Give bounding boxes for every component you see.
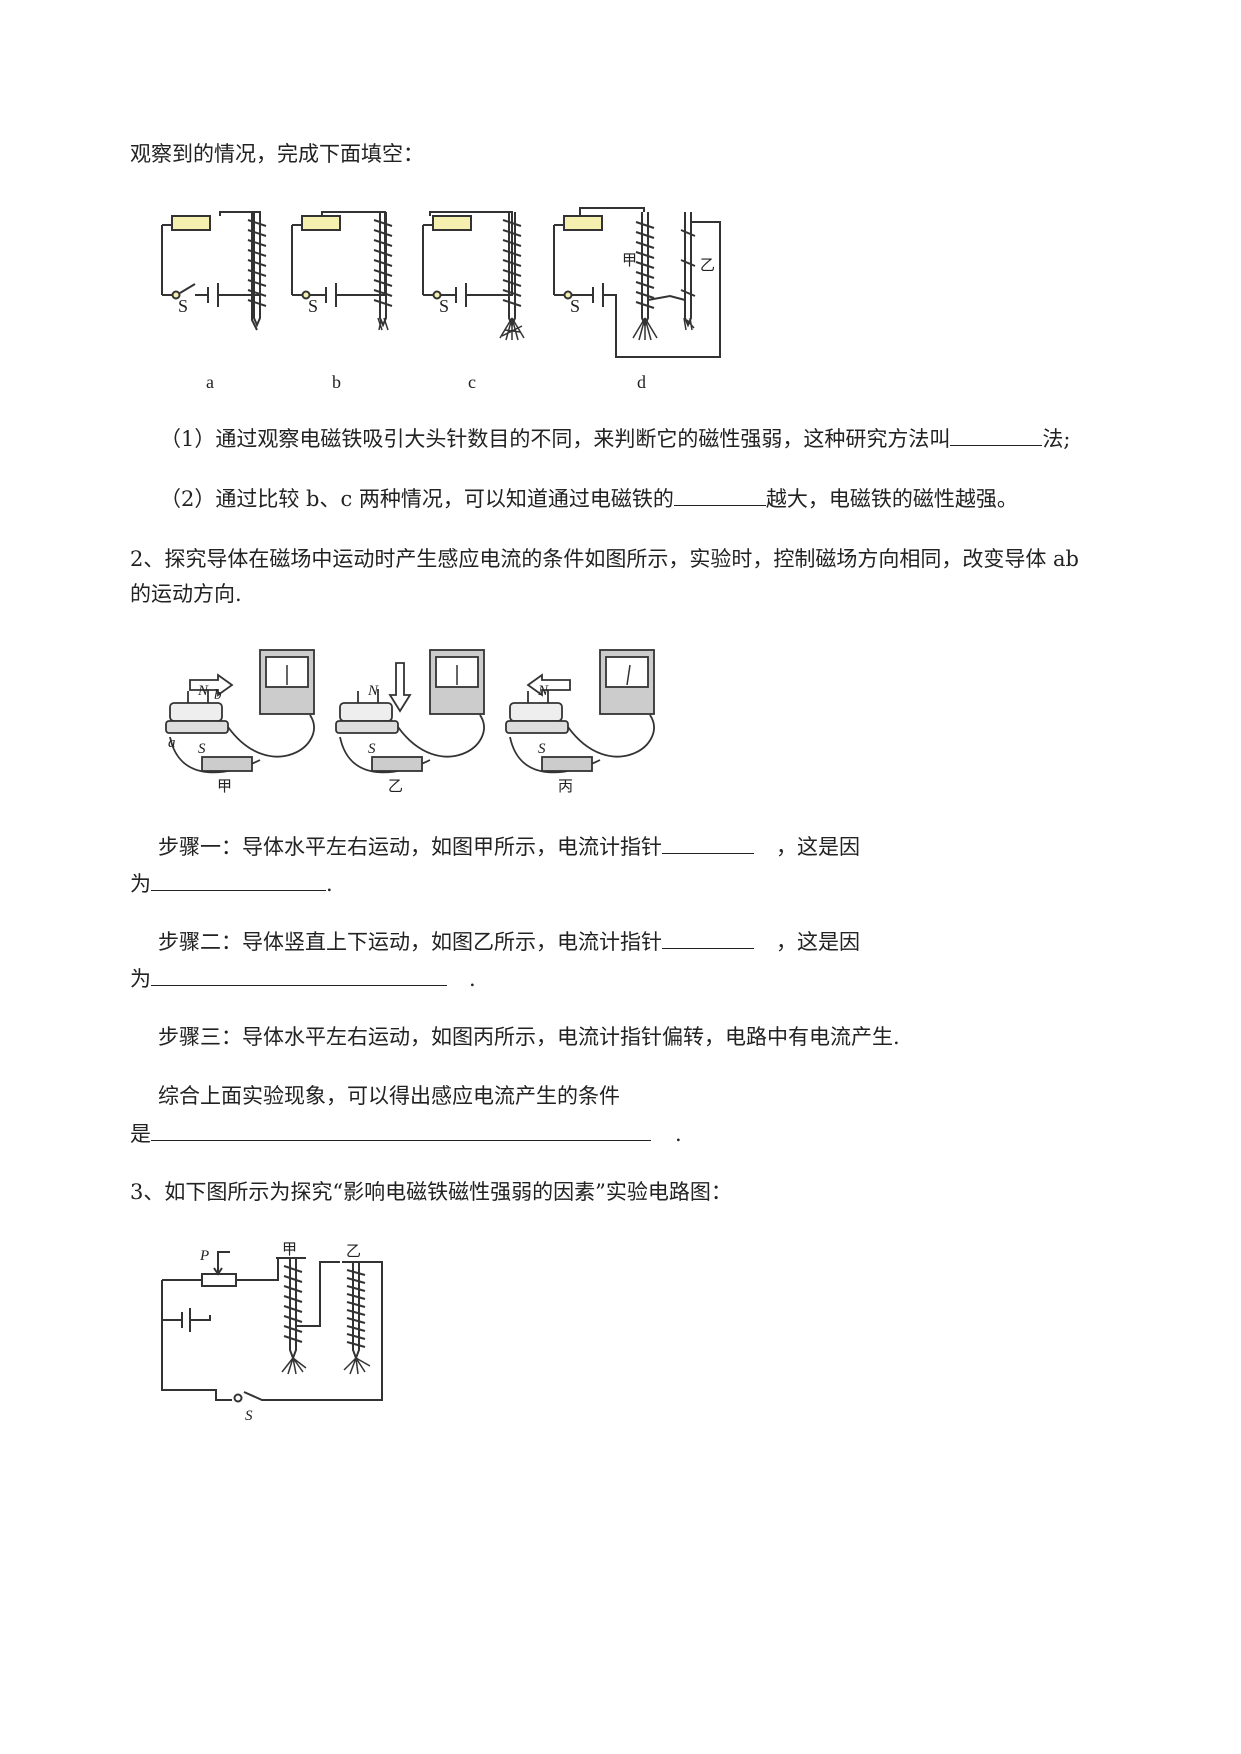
q3-nail-yi: 乙 xyxy=(346,1242,361,1260)
circuit-b xyxy=(291,211,393,331)
step1-line2-prefix: 为 xyxy=(130,872,151,896)
q3-nail-jia: 甲 xyxy=(282,1240,297,1258)
p-label: P xyxy=(199,1248,209,1264)
step1-line1: 步骤一：导体水平左右运动，如图甲所示，电流计指针 ，这是因 xyxy=(158,833,860,861)
answer-blank-step1-a[interactable] xyxy=(662,833,754,854)
summary-line1: 综合上面实验现象，可以得出感应电流产生的条件 xyxy=(158,1084,620,1108)
answer-blank-summary[interactable] xyxy=(151,1120,651,1141)
switch-label-d: S xyxy=(570,296,580,316)
q2-line2: 的运动方向. xyxy=(130,582,242,606)
step2-line2-prefix: 为 xyxy=(130,967,151,991)
s-label: S xyxy=(245,1408,253,1424)
summary-suffix: . xyxy=(675,1122,682,1146)
label-b-jia: b xyxy=(214,687,222,703)
setup-bing xyxy=(505,649,655,774)
nail-label-jia: 甲 xyxy=(622,251,637,269)
circuit-c xyxy=(422,211,525,341)
switch-label-c: S xyxy=(439,296,449,316)
pole-s-jia: S xyxy=(198,741,206,757)
step2-line1: 步骤二：导体竖直上下运动，如图乙所示，电流计指针 ，这是因 xyxy=(158,928,860,956)
figure-electromagnet-circuits: S a S b S c S 甲 乙 d xyxy=(161,207,721,392)
answer-blank-q1-1[interactable] xyxy=(950,425,1043,446)
q1-item2: （2）通过比较 b、c 两种情况，可以知道通过电磁铁的 越大，电磁铁的磁性越强。 xyxy=(160,485,1018,513)
label-a-jia: a xyxy=(168,735,176,751)
circuit-d xyxy=(553,207,721,358)
fig2-label-jia: 甲 xyxy=(217,777,232,795)
step1-line2-suffix: . xyxy=(326,872,333,896)
figure-induction-experiment: N S a b 甲 N S 乙 N S 丙 xyxy=(165,649,655,795)
fig2-label-bing: 丙 xyxy=(558,777,573,795)
fig1-label-c: c xyxy=(468,372,476,392)
step1-text: 步骤一：导体水平左右运动，如图甲所示，电流计指针 xyxy=(158,835,662,859)
step1-line2: 为. xyxy=(130,870,333,898)
pole-s-yi: S xyxy=(368,741,376,757)
q1-item2-suffix: 越大，电磁铁的磁性越强。 xyxy=(765,487,1018,511)
answer-blank-step2-a[interactable] xyxy=(662,928,754,949)
q1-item2-text: （2）通过比较 b、c 两种情况，可以知道通过电磁铁的 xyxy=(160,487,674,511)
circuit-a xyxy=(161,211,267,331)
step2-text: 步骤二：导体竖直上下运动，如图乙所示，电流计指针 xyxy=(158,930,662,954)
pole-n-jia: N xyxy=(197,683,209,699)
q2-line1: 2、探究导体在磁场中运动时产生感应电流的条件如图所示，实验时，控制磁场方向相同，… xyxy=(130,547,1079,571)
answer-blank-step2-b[interactable] xyxy=(151,965,447,986)
setup-jia xyxy=(165,649,315,774)
switch-label-a: S xyxy=(178,296,188,316)
switch-label-b: S xyxy=(308,296,318,316)
pole-s-bing: S xyxy=(538,741,546,757)
q1-item1: （1）通过观察电磁铁吸引大头针数目的不同，来判断它的磁性强弱，这种研究方法叫 法; xyxy=(160,425,1070,453)
fig1-label-a: a xyxy=(206,372,214,392)
summary-line2: 是. xyxy=(130,1120,682,1148)
pole-n-yi: N xyxy=(367,683,379,699)
step3-line: 步骤三：导体水平左右运动，如图丙所示，电流计指针偏转，电路中有电流产生. xyxy=(158,1025,900,1049)
step2-mid: ，这是因 xyxy=(776,930,860,954)
nail-label-yi: 乙 xyxy=(700,256,715,274)
figure-electromagnet-series-circuit: P S 甲 乙 xyxy=(161,1240,383,1424)
q3-line: 3、如下图所示为探究“影响电磁铁磁性强弱的因素”实验电路图： xyxy=(130,1180,732,1204)
step2-line2: 为. xyxy=(130,965,476,993)
fig1-label-b: b xyxy=(332,372,341,392)
fig1-label-d: d xyxy=(637,372,646,392)
summary-prefix: 是 xyxy=(130,1122,151,1146)
q1-item1-suffix: 法; xyxy=(1042,427,1071,451)
pole-n-bing: N xyxy=(537,683,549,699)
answer-blank-q1-2[interactable] xyxy=(673,485,766,506)
setup-yi xyxy=(335,649,485,774)
q1-item1-text: （1）通过观察电磁铁吸引大头针数目的不同，来判断它的磁性强弱，这种研究方法叫 xyxy=(160,427,951,451)
answer-blank-step1-b[interactable] xyxy=(151,870,326,891)
step1-mid: ，这是因 xyxy=(776,835,860,859)
fig2-label-yi: 乙 xyxy=(388,777,403,795)
intro-text: 观察到的情况，完成下面填空： xyxy=(130,142,424,166)
step2-line2-suffix: . xyxy=(469,967,476,991)
